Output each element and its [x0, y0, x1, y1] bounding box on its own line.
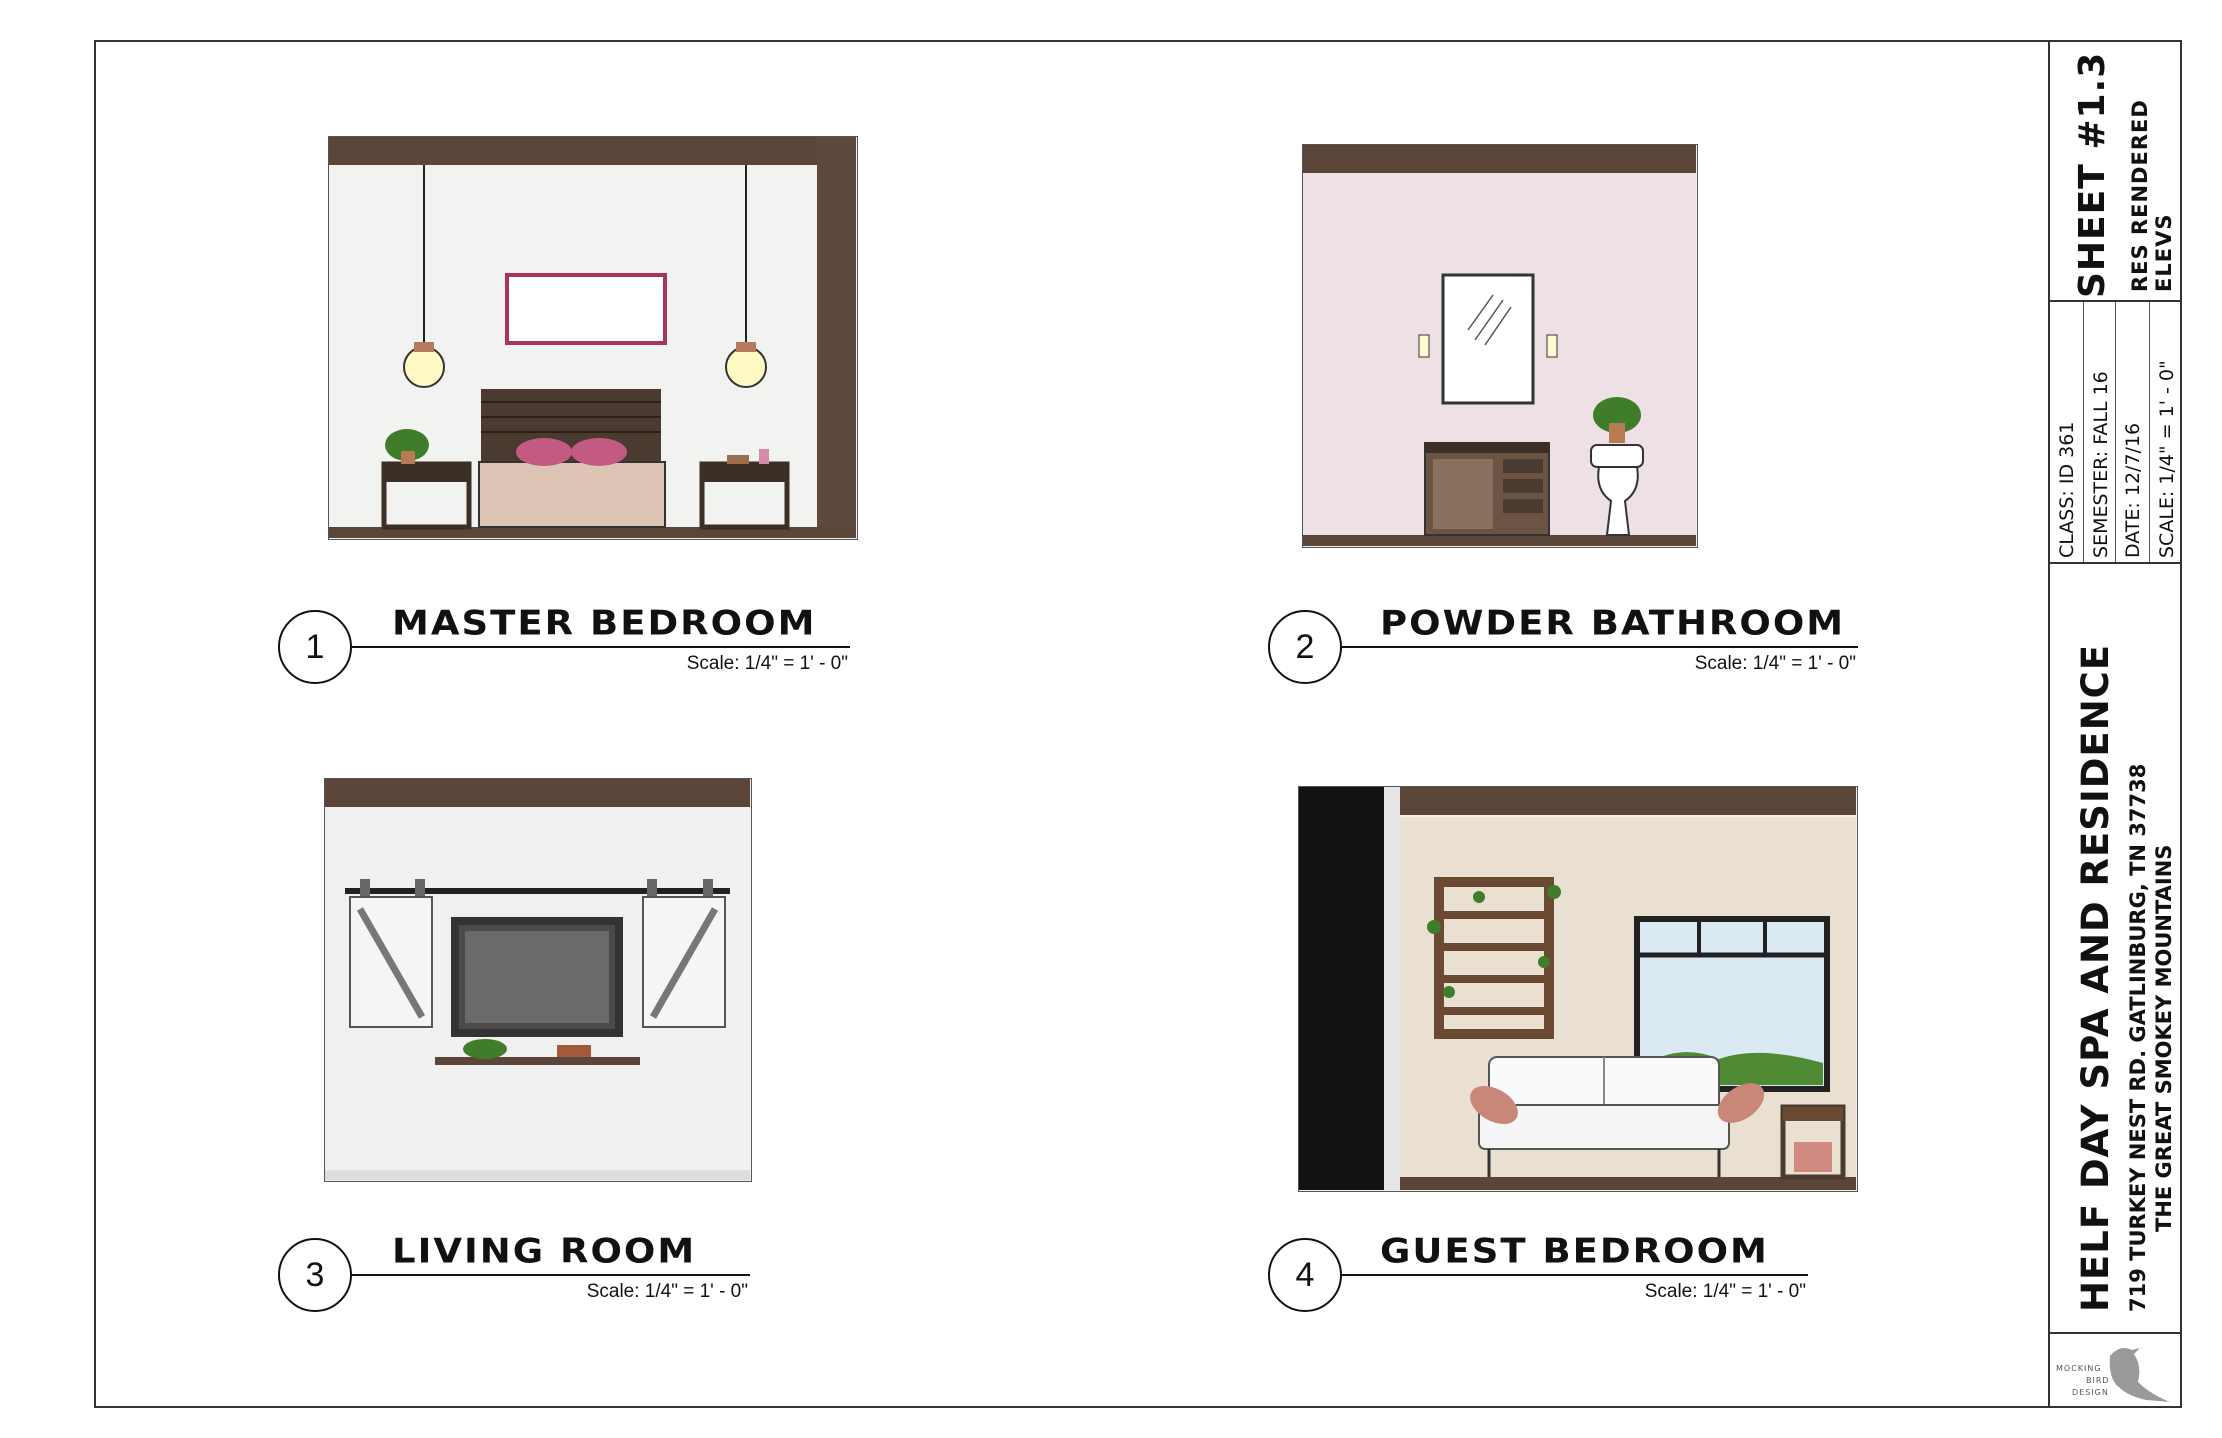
date-label: DATE: 12/7/16: [2122, 422, 2144, 558]
guest-bedroom-rendering: [1299, 787, 1856, 1190]
course-info-section: CLASS: ID 361 SEMESTER: FALL 16 DATE: 12…: [2050, 302, 2182, 564]
logo-text-line1: MOCKING: [2056, 1364, 2102, 1373]
project-address-line1: 719 TURKEY NEST RD. GATLINBURG, TN 37738: [2126, 763, 2150, 1312]
elevation-powder-bathroom: [1302, 144, 1698, 548]
sheet-title-line1: RES RENDERED: [2128, 99, 2152, 292]
project-name: HELF DAY SPA AND RESIDENCE: [2074, 643, 2117, 1312]
logo-text-line3: DESIGN: [2072, 1388, 2109, 1397]
column-divider: [2116, 302, 2150, 562]
caption-underline: [1340, 1274, 1808, 1276]
living-room-rendering: [325, 779, 750, 1180]
column-divider: [2050, 302, 2084, 562]
caption-underline: [1340, 646, 1858, 648]
scale-label: SCALE: 1/4" = 1' - 0": [2156, 360, 2178, 558]
master-bedroom-rendering: [329, 137, 856, 538]
drawing-number-bubble: 4: [1268, 1238, 1342, 1312]
drawing-number-bubble: 1: [278, 610, 352, 684]
class-label: CLASS: ID 361: [2056, 421, 2078, 558]
semester-label: SEMESTER: FALL 16: [2090, 371, 2112, 558]
sheet-title-line2: ELEVS: [2152, 213, 2176, 292]
drawing-scale: Scale: 1/4" = 1' - 0": [1694, 653, 1856, 674]
drawing-title: MASTER BEDROOM: [392, 603, 817, 643]
powder-bathroom-rendering: [1303, 145, 1696, 546]
sheet-number: SHEET #1.3: [2072, 51, 2113, 298]
elevation-master-bedroom: [328, 136, 858, 540]
drawing-title: POWDER BATHROOM: [1380, 603, 1846, 643]
column-divider: [2084, 302, 2116, 562]
title-block: SHEET #1.3 RES RENDERED ELEVS CLASS: ID …: [2048, 40, 2182, 1408]
sheet-border: [94, 40, 2182, 1408]
drawing-number-bubble: 2: [1268, 610, 1342, 684]
company-logo: MOCKING BIRD DESIGN: [2050, 1336, 2182, 1406]
project-address-line2: THE GREAT SMOKEY MOUNTAINS: [2152, 844, 2176, 1232]
project-info-section: HELF DAY SPA AND RESIDENCE 719 TURKEY NE…: [2050, 564, 2182, 1334]
sheet-info-section: SHEET #1.3 RES RENDERED ELEVS: [2050, 40, 2182, 302]
logo-text-line2: BIRD: [2086, 1376, 2110, 1385]
drawing-scale: Scale: 1/4" = 1' - 0": [1644, 1281, 1806, 1302]
drawing-scale: Scale: 1/4" = 1' - 0": [686, 653, 848, 674]
drawing-number-bubble: 3: [278, 1238, 352, 1312]
caption-underline: [350, 646, 850, 648]
elevation-living-room: [324, 778, 752, 1182]
drawing-scale: Scale: 1/4" = 1' - 0": [586, 1281, 748, 1302]
drawing-title: GUEST BEDROOM: [1380, 1231, 1769, 1271]
elevation-guest-bedroom: [1298, 786, 1858, 1192]
mockingbird-logo-icon: [2109, 1348, 2170, 1402]
caption-underline: [350, 1274, 750, 1276]
drawing-title: LIVING ROOM: [392, 1231, 697, 1271]
